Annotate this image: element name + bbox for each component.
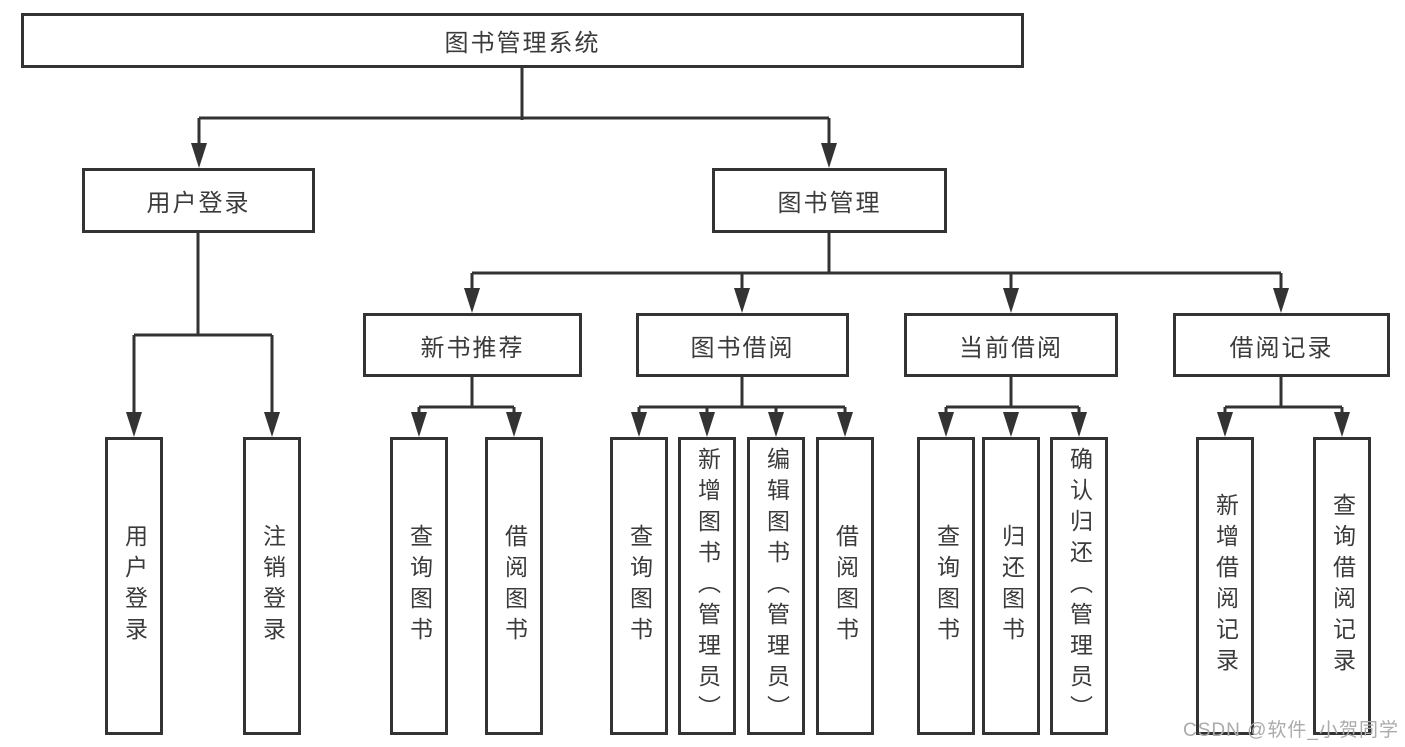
tree-edges xyxy=(132,68,1344,414)
node-label: 新增图书（管理员） xyxy=(694,446,721,726)
leaf-borrow-books: 借阅图书 xyxy=(816,437,874,735)
leaf-logout: 注销登录 xyxy=(243,437,301,735)
node-label: 图书借阅 xyxy=(690,334,795,362)
node-label: 归还图书 xyxy=(998,524,1025,648)
arrowheads xyxy=(126,143,1350,437)
node-label: 确认归还（管理员） xyxy=(1066,446,1093,726)
node-label: 查询图书 xyxy=(406,524,433,648)
leaf-edit-book-admin: 编辑图书（管理员） xyxy=(747,437,805,735)
node-label: 查询图书 xyxy=(933,524,960,648)
node-book-borrow: 图书借阅 xyxy=(636,313,849,377)
node-label: 借阅记录 xyxy=(1229,334,1334,362)
node-label: 图书管理 xyxy=(777,190,882,217)
csdn-watermark: CSDN @软件_小贺同学 xyxy=(1183,720,1399,741)
node-book-management: 图书管理 xyxy=(712,168,947,233)
node-label: 借阅图书 xyxy=(501,524,528,648)
node-label: 查询借阅记录 xyxy=(1329,493,1356,679)
node-borrow-records: 借阅记录 xyxy=(1173,313,1390,377)
node-label: 图书管理系统 xyxy=(444,30,601,57)
node-label: 新增借阅记录 xyxy=(1212,493,1239,679)
node-current-borrow: 当前借阅 xyxy=(904,313,1118,377)
node-label: 借阅图书 xyxy=(832,524,859,648)
node-label: 用户登录 xyxy=(146,190,251,217)
leaf-query-books-current: 查询图书 xyxy=(917,437,975,735)
node-label: 查询图书 xyxy=(626,524,653,648)
node-new-book-recommend: 新书推荐 xyxy=(363,313,582,377)
leaf-add-book-admin: 新增图书（管理员） xyxy=(678,437,736,735)
node-root: 图书管理系统 xyxy=(21,13,1024,68)
leaf-confirm-return-admin: 确认归还（管理员） xyxy=(1050,437,1108,735)
leaf-query-borrow-record: 查询借阅记录 xyxy=(1313,437,1371,735)
node-label: 新书推荐 xyxy=(420,334,525,362)
node-label: 编辑图书（管理员） xyxy=(763,446,790,726)
leaf-return-book: 归还图书 xyxy=(982,437,1040,735)
node-user-login: 用户登录 xyxy=(82,168,315,233)
leaf-query-books-recommend: 查询图书 xyxy=(390,437,448,735)
node-label: 注销登录 xyxy=(259,524,286,648)
leaf-borrow-books-recommend: 借阅图书 xyxy=(485,437,543,735)
leaf-add-borrow-record: 新增借阅记录 xyxy=(1196,437,1254,735)
node-label: 用户登录 xyxy=(121,524,148,648)
leaf-user-login: 用户登录 xyxy=(105,437,163,735)
leaf-query-books-borrow: 查询图书 xyxy=(610,437,668,735)
node-label: 当前借阅 xyxy=(959,334,1063,362)
